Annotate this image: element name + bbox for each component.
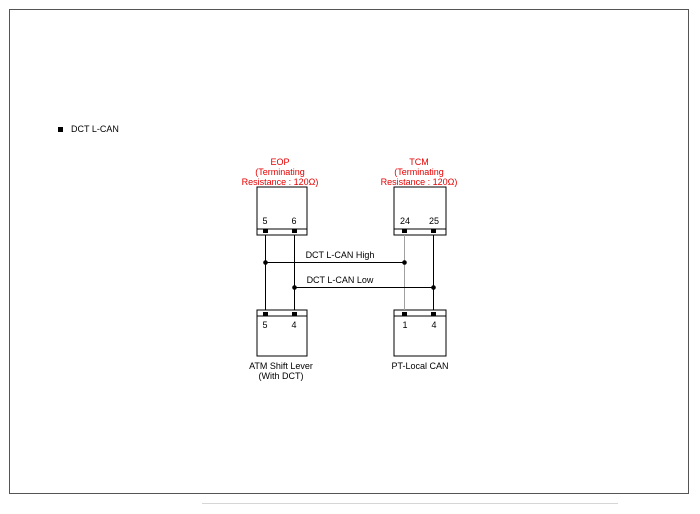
can-high-splice-right bbox=[402, 260, 407, 265]
tcm-pin-a: 24 bbox=[400, 216, 410, 226]
ptcan-label: PT-Local CAN bbox=[391, 361, 448, 371]
ptcan-connector: 1 4 bbox=[393, 309, 447, 357]
can-high-bus: DCT L-CAN High bbox=[263, 250, 407, 265]
tcm-note-line2: Resistance : 120Ω) bbox=[381, 177, 458, 187]
atm-connector: 5 4 bbox=[256, 309, 308, 357]
eop-pin-b: 6 bbox=[291, 216, 296, 226]
square-bullet-icon bbox=[58, 126, 63, 132]
section-title-text: DCT L-CAN bbox=[71, 124, 119, 134]
diagram-frame bbox=[9, 9, 689, 494]
tcm-note-line1: (Terminating bbox=[394, 167, 444, 177]
eop-pin-a-terminal bbox=[263, 229, 268, 233]
section-heading: DCT L-CAN bbox=[58, 124, 119, 134]
footer-divider bbox=[202, 503, 618, 504]
eop-pin-b-terminal bbox=[292, 229, 297, 233]
atm-name-line2: (With DCT) bbox=[259, 371, 304, 381]
ptcan-pin-b-terminal bbox=[431, 312, 436, 316]
eop-connector: 5 6 bbox=[256, 186, 308, 236]
atm-pin-b: 4 bbox=[291, 320, 296, 330]
tcm-name: TCM bbox=[409, 157, 429, 167]
tcm-pin-b-terminal bbox=[431, 229, 436, 233]
can-high-label: DCT L-CAN High bbox=[306, 250, 375, 260]
can-high-splice-left bbox=[263, 260, 268, 265]
atm-name-line1: ATM Shift Lever bbox=[249, 361, 313, 371]
tcm-pin-b: 25 bbox=[429, 216, 439, 226]
can-low-splice-left bbox=[292, 285, 297, 290]
eop-note-line1: (Terminating bbox=[255, 167, 305, 177]
tcm-label: TCM (Terminating Resistance : 120Ω) bbox=[381, 157, 458, 187]
ptcan-pin-a: 1 bbox=[402, 320, 407, 330]
tcm-pin-a-terminal bbox=[402, 229, 407, 233]
atm-pin-a: 5 bbox=[262, 320, 267, 330]
eop-label: EOP (Terminating Resistance : 120Ω) bbox=[242, 157, 319, 187]
atm-pin-b-terminal bbox=[292, 312, 297, 316]
atm-pin-a-terminal bbox=[263, 312, 268, 316]
can-low-bus: DCT L-CAN Low bbox=[292, 275, 436, 290]
ptcan-name-line1: PT-Local CAN bbox=[391, 361, 448, 371]
vertical-wires bbox=[265, 235, 434, 310]
can-low-label: DCT L-CAN Low bbox=[307, 275, 374, 285]
tcm-connector: 24 25 bbox=[393, 186, 447, 236]
ptcan-pin-a-terminal bbox=[402, 312, 407, 316]
eop-name: EOP bbox=[270, 157, 289, 167]
eop-pin-a: 5 bbox=[262, 216, 267, 226]
eop-note-line2: Resistance : 120Ω) bbox=[242, 177, 319, 187]
ptcan-pin-b: 4 bbox=[431, 320, 436, 330]
atm-label: ATM Shift Lever (With DCT) bbox=[249, 361, 313, 381]
can-low-splice-right bbox=[431, 285, 436, 290]
